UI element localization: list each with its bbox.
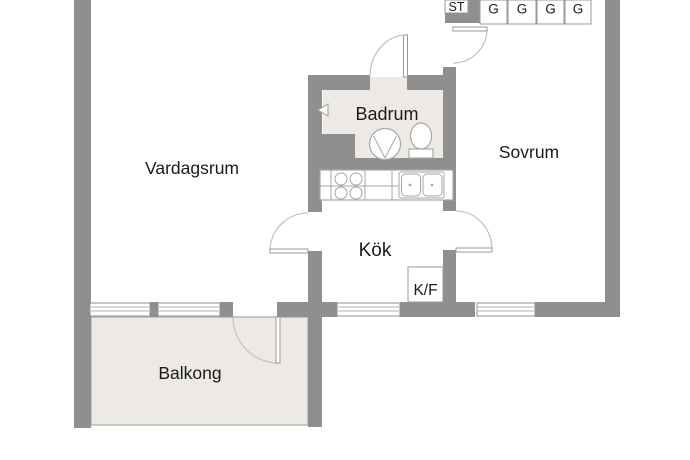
wall-closet-divider: [468, 0, 480, 23]
closet-g-box: [507, 0, 537, 25]
room-label-kitchen: Kök: [359, 240, 392, 261]
wall-bathroom-top-right: [407, 75, 445, 90]
wall-bottom-pier-1: [150, 302, 158, 317]
stove-burner-icon: [334, 186, 348, 200]
toilet-tank-icon: [408, 148, 434, 159]
sink-basin-left: [401, 173, 421, 197]
wall-under-st-closet: [445, 13, 468, 23]
sink-basin-right: [422, 173, 443, 197]
kitchen-door-swing-arc: [269, 212, 309, 252]
windows: [89, 302, 536, 317]
bathroom-door-leaf: [403, 34, 408, 78]
balcony-door-leaf: [275, 316, 281, 364]
wall-kitchen-top: [308, 158, 456, 170]
room-label-balcony: Balkong: [158, 363, 221, 383]
window-livingroom-1: [89, 302, 151, 317]
closet-g-label: G: [573, 2, 584, 17]
closet-g-box: [479, 0, 508, 25]
walls: [74, 0, 620, 428]
wall-bottom-pier-4: [322, 302, 337, 317]
window-livingroom-2: [157, 302, 221, 317]
closet-g-box: [564, 0, 592, 25]
washbasin-detail-lines: [373, 135, 397, 159]
bathroom-fixtures: [316, 102, 434, 161]
wall-bedroom-divider-lower: [443, 250, 456, 302]
closet-g-label: G: [545, 2, 556, 17]
bathroom-door-threshold: [370, 77, 407, 91]
closet-g-box: [536, 0, 565, 25]
room-label-bedroom: Sovrum: [499, 142, 559, 162]
wall-exterior-right: [605, 0, 620, 317]
balcony-door-swing-arc: [232, 316, 279, 364]
stove-burner-icon: [349, 186, 363, 200]
room-label-bathroom: Badrum: [355, 104, 418, 124]
fridge-freezer-box: [407, 266, 444, 303]
wall-bottom-right: [535, 302, 620, 317]
wall-exterior-left: [74, 0, 91, 428]
bathroom-door-swing-arc: [369, 34, 407, 78]
entry-door-swing-arc: [452, 28, 488, 64]
wall-bathroom-top-left: [308, 75, 370, 90]
wall-marker-triangle-icon: [316, 102, 329, 118]
bedroom-door-swing-arc: [455, 210, 493, 251]
stove-burner-icon: [349, 172, 363, 186]
closet-st-box: [444, 0, 469, 14]
window-kitchen: [336, 302, 401, 317]
closets: ST G G G G: [444, 0, 592, 25]
closet-g-label: G: [517, 2, 528, 17]
counter-divider-lines: [320, 170, 399, 200]
toilet-bowl-icon: [409, 122, 433, 150]
window-bedroom: [476, 302, 536, 317]
wall-bathroom-notch: [308, 134, 355, 158]
fridge-freezer-label: K/F: [413, 282, 437, 299]
wall-bottom-middle: [400, 302, 475, 317]
room-labels: Vardagsrum Badrum Sovrum Kök Balkong: [145, 104, 559, 383]
room-label-livingroom: Vardagsrum: [145, 158, 239, 178]
sink-drain-icon: [430, 183, 434, 187]
stove-burner-icon: [334, 172, 348, 186]
kitchen-door-leaf: [269, 248, 309, 254]
closet-g-label: G: [488, 2, 499, 17]
sink-drain-icon: [408, 183, 412, 187]
wall-livingroom-divider-lower: [308, 251, 322, 427]
washbasin-icon: [368, 127, 402, 161]
entry-door-leaf: [452, 26, 488, 32]
wall-bottom-pier-3: [277, 302, 308, 317]
wall-bottom-pier-2: [220, 302, 233, 317]
doors: [232, 26, 493, 364]
kitchen-fixtures: [319, 169, 454, 201]
closet-st-label: ST: [449, 0, 465, 14]
fridge-freezer: K/F: [407, 266, 444, 303]
kitchen-sink-unit: [398, 171, 445, 199]
bedroom-door-leaf: [455, 247, 493, 253]
